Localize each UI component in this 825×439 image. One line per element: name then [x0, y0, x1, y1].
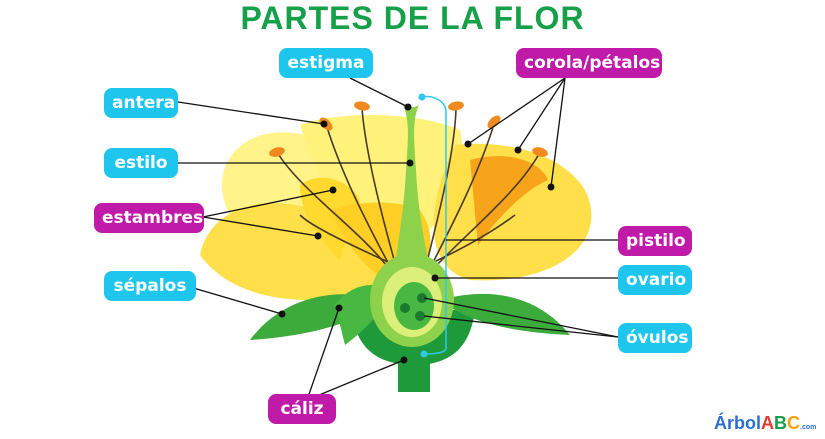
label-estigma: estigma — [279, 48, 373, 78]
leader-lines — [177, 77, 619, 401]
label-estambres: estambres — [94, 203, 204, 233]
logo-text-arbol: Árbol — [714, 413, 761, 433]
logo-suffix: .com — [800, 424, 817, 431]
petal-left-inner — [300, 177, 360, 260]
pistil-bracket — [421, 95, 447, 355]
label-estilo: estilo — [104, 148, 178, 178]
page-title: PARTES DE LA FLOR — [240, 0, 585, 36]
label-ovulos: óvulos — [618, 323, 692, 353]
label-ovario: ovario — [618, 265, 692, 295]
ovary-core — [394, 282, 434, 330]
logo-letter-b: B — [774, 413, 787, 433]
label-antera: antera — [104, 88, 178, 118]
arbolabc-logo[interactable]: ÁrbolABC.com — [714, 412, 822, 434]
label-pistilo: pistilo — [618, 226, 692, 256]
ovules — [400, 293, 427, 321]
label-caliz: cáliz — [268, 394, 336, 424]
pistil-style — [395, 105, 430, 268]
logo-letter-c: C — [787, 413, 800, 433]
label-sepalos: sépalos — [104, 271, 196, 301]
label-corola: corola/pétalos — [516, 48, 662, 78]
logo-letter-a: A — [761, 413, 774, 433]
leader-dots — [278, 103, 555, 364]
petal-right-inner — [470, 156, 548, 245]
